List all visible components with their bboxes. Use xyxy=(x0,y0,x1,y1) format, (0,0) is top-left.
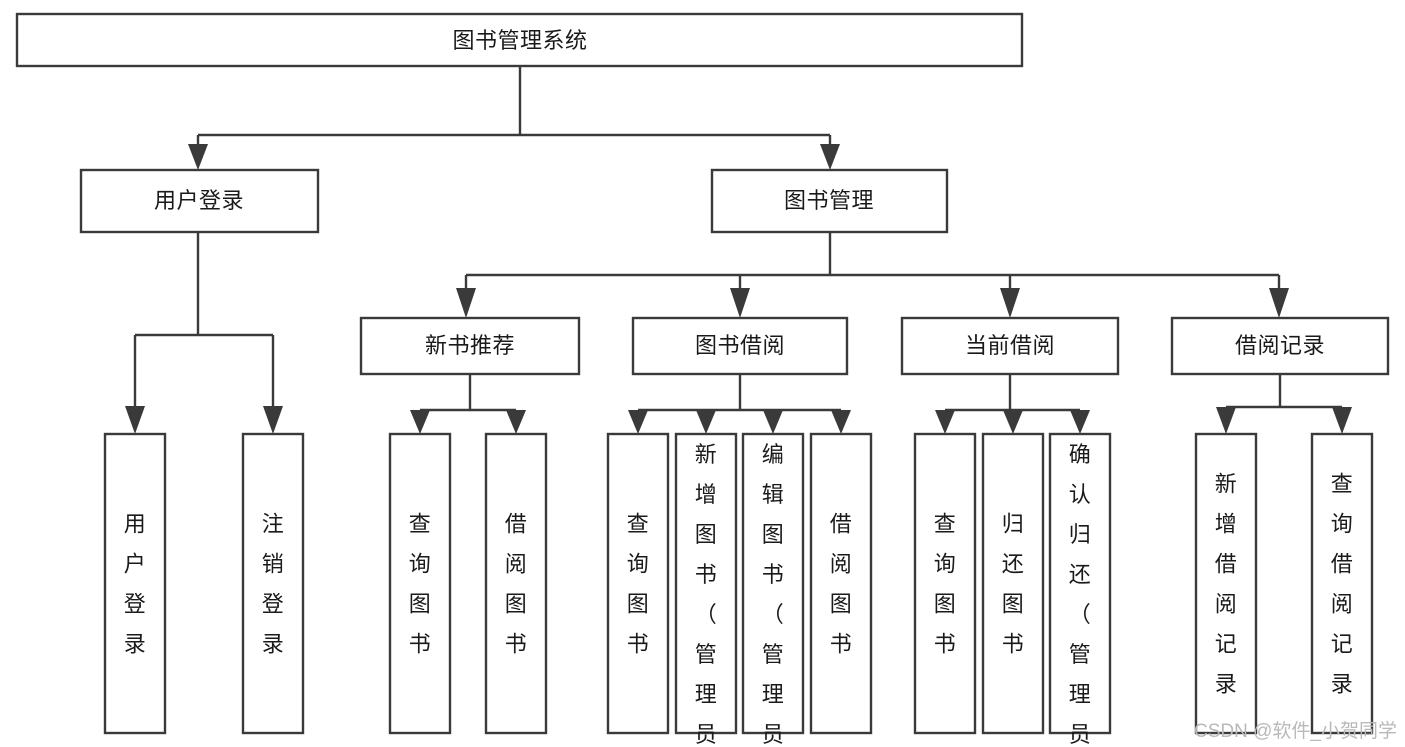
connector-group-borrow-record xyxy=(1216,374,1352,434)
node-leaf-query-book-2[interactable]: 查询图书 xyxy=(606,432,670,735)
arrowhead-user-login-leaf-2 xyxy=(263,406,283,434)
node-leaf-borrow-book-2-box[interactable] xyxy=(809,432,873,735)
arrowhead-bm-new-book-rec xyxy=(456,288,476,318)
node-leaf-query-book-2-box[interactable] xyxy=(606,432,670,735)
node-leaf-borrow-book-1-label: 借阅图书 xyxy=(505,512,528,657)
node-leaf-query-record-box[interactable] xyxy=(1310,432,1374,735)
node-book-manage[interactable]: 图书管理 xyxy=(710,168,949,234)
node-leaf-user-logout[interactable]: 注销登录 xyxy=(241,432,305,735)
node-leaf-add-record-label: 新增借阅记录 xyxy=(1215,472,1238,697)
node-book-manage-box[interactable] xyxy=(710,168,949,234)
arrowhead-bb-leaf-3 xyxy=(763,410,783,434)
node-leaf-query-book-2-label: 查询图书 xyxy=(627,512,650,657)
arrowhead-bm-current-borrow xyxy=(1000,288,1020,318)
connector-group-book-manage xyxy=(456,232,1289,318)
node-leaf-query-book-3-label: 查询图书 xyxy=(934,512,957,657)
node-leaf-query-book-3-box[interactable] xyxy=(913,432,977,735)
node-leaf-borrow-book-1-box[interactable] xyxy=(484,432,548,735)
connector-group-root xyxy=(188,66,840,170)
node-leaf-return-book-label: 归还图书 xyxy=(1002,512,1025,657)
arrowhead-bm-borrow-record xyxy=(1269,288,1289,318)
node-leaf-user-logout-box[interactable] xyxy=(241,432,305,735)
arrowhead-cb-leaf-3 xyxy=(1070,410,1090,434)
arrowhead-cb-leaf-2 xyxy=(1003,410,1023,434)
node-new-book-rec-box[interactable] xyxy=(359,316,581,376)
node-borrow-record-label: 借阅记录 xyxy=(1235,333,1325,358)
connector-group-user-login xyxy=(125,232,283,434)
arrowhead-br-leaf-2 xyxy=(1332,407,1352,434)
arrowhead-bm-book-borrow xyxy=(730,288,750,318)
node-leaf-return-book-box[interactable] xyxy=(981,432,1045,735)
node-current-borrow[interactable]: 当前借阅 xyxy=(900,316,1120,376)
connector-group-current-borrow xyxy=(935,374,1090,434)
node-leaf-borrow-book-1[interactable]: 借阅图书 xyxy=(484,432,548,735)
connector-group-book-borrow xyxy=(628,374,851,434)
node-leaf-edit-book-label: 编辑图书（管理员） xyxy=(762,442,785,747)
node-book-borrow[interactable]: 图书借阅 xyxy=(631,316,849,376)
node-leaf-query-record[interactable]: 查询借阅记录 xyxy=(1310,432,1374,735)
node-borrow-record-box[interactable] xyxy=(1170,316,1390,376)
node-leaf-user-login-box[interactable] xyxy=(103,432,167,735)
node-current-borrow-label: 当前借阅 xyxy=(965,333,1055,358)
node-leaf-borrow-book-2[interactable]: 借阅图书 xyxy=(809,432,873,735)
connector-group-new-book-rec xyxy=(410,374,526,434)
arrowhead-cb-leaf-1 xyxy=(935,410,955,434)
node-leaf-add-book-box[interactable] xyxy=(674,432,738,735)
node-root-label: 图书管理系统 xyxy=(452,28,587,53)
node-book-borrow-label: 图书借阅 xyxy=(695,333,785,358)
node-leaf-add-book[interactable]: 新增图书（管理员） xyxy=(674,432,738,747)
node-user-login-label: 用户登录 xyxy=(154,188,244,213)
node-leaf-confirm-return-box[interactable] xyxy=(1048,432,1112,735)
node-current-borrow-box[interactable] xyxy=(900,316,1120,376)
arrowhead-bb-leaf-2 xyxy=(696,410,716,434)
arrowhead-br-leaf-1 xyxy=(1216,407,1236,434)
node-leaf-return-book[interactable]: 归还图书 xyxy=(981,432,1045,735)
node-leaf-add-record[interactable]: 新增借阅记录 xyxy=(1194,432,1258,735)
arrowhead-nbr-leaf-2 xyxy=(506,410,526,434)
node-new-book-rec[interactable]: 新书推荐 xyxy=(359,316,581,376)
arrowhead-bb-leaf-1 xyxy=(628,410,648,434)
node-borrow-record[interactable]: 借阅记录 xyxy=(1170,316,1390,376)
arrowhead-root-to-user-login xyxy=(188,144,208,170)
node-book-borrow-box[interactable] xyxy=(631,316,849,376)
node-leaf-user-login-label: 用户登录 xyxy=(124,512,147,657)
node-leaf-add-book-label: 新增图书（管理员） xyxy=(695,442,718,747)
node-leaf-confirm-return[interactable]: 确认归还（管理员） xyxy=(1048,432,1112,747)
node-leaf-query-book-1-box[interactable] xyxy=(388,432,452,735)
node-root[interactable]: 图书管理系统 xyxy=(15,12,1024,68)
node-leaf-query-book-3[interactable]: 查询图书 xyxy=(913,432,977,735)
node-leaf-edit-book-box[interactable] xyxy=(741,432,805,735)
node-user-login-box[interactable] xyxy=(79,168,320,234)
node-leaf-confirm-return-label: 确认归还（管理员） xyxy=(1069,442,1092,747)
node-leaf-user-logout-label: 注销登录 xyxy=(262,512,285,657)
node-root-box[interactable] xyxy=(15,12,1024,68)
arrowhead-bb-leaf-4 xyxy=(831,410,851,434)
node-leaf-user-login[interactable]: 用户登录 xyxy=(103,432,167,735)
arrowhead-user-login-leaf-1 xyxy=(125,406,145,434)
node-leaf-query-record-label: 查询借阅记录 xyxy=(1331,472,1354,697)
node-leaf-query-book-1-label: 查询图书 xyxy=(409,512,432,657)
node-book-manage-label: 图书管理 xyxy=(784,188,874,213)
node-leaf-add-record-box[interactable] xyxy=(1194,432,1258,735)
node-user-login[interactable]: 用户登录 xyxy=(79,168,320,234)
arrowhead-root-to-book-manage xyxy=(820,144,840,170)
node-leaf-query-book-1[interactable]: 查询图书 xyxy=(388,432,452,735)
node-new-book-rec-label: 新书推荐 xyxy=(425,333,515,358)
node-leaf-edit-book[interactable]: 编辑图书（管理员） xyxy=(741,432,805,747)
node-leaf-borrow-book-2-label: 借阅图书 xyxy=(830,512,853,657)
arrowhead-nbr-leaf-1 xyxy=(410,410,430,434)
